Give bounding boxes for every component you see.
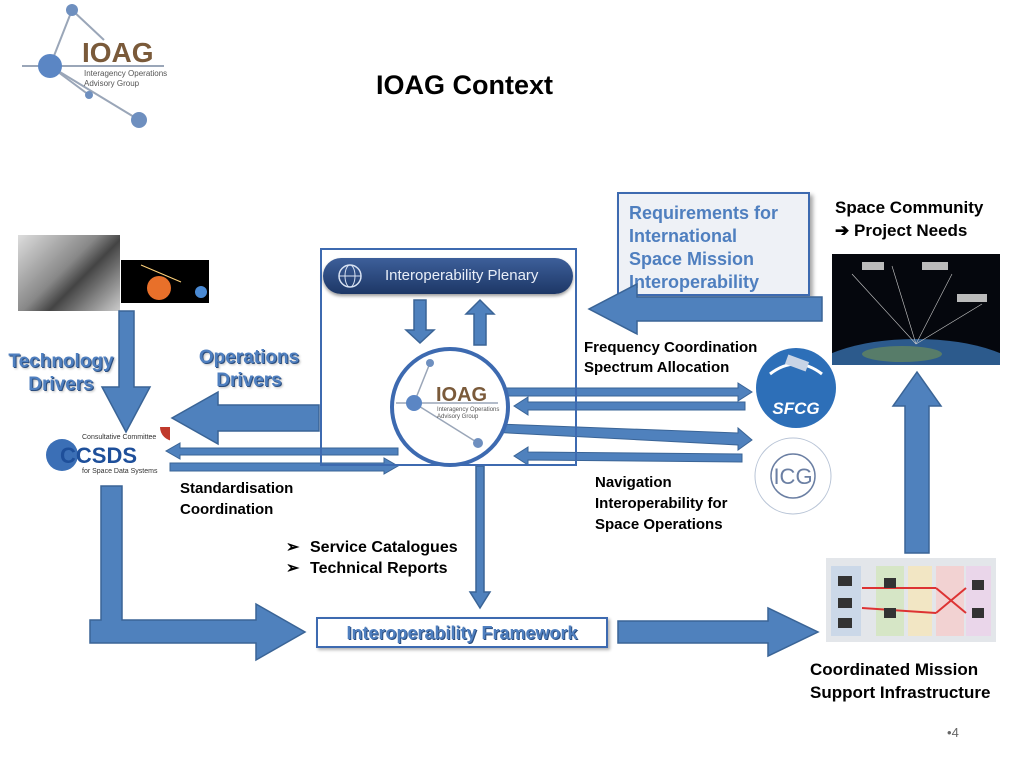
page-number: •4	[947, 725, 959, 740]
page-title: IOAG Context	[376, 70, 554, 100]
technology-down-arrow	[100, 310, 152, 434]
technology-drivers-label: Technology Drivers	[8, 351, 114, 395]
standardisation-label: Standardisation Coordination	[180, 480, 294, 518]
coordinated-mission-label: Coordinated Mission Support Infrastructu…	[810, 660, 991, 702]
interoperability-plenary-bar: Interoperability Plenary	[323, 258, 573, 294]
infrastructure-up-arrow	[891, 370, 943, 554]
navigation-label: Navigation Interoperability for Space Op…	[595, 474, 728, 533]
list-item: ➢Service Catalogues	[286, 539, 458, 556]
ioag-to-icg-arrow	[469, 422, 753, 451]
arrow-bullet-icon: ➢	[286, 539, 300, 556]
svg-text:ICG: ICG	[773, 464, 812, 489]
space-community-label: Space Community ➔ Project Needs	[835, 198, 984, 240]
plenary-down-arrow	[404, 299, 436, 345]
solar-system-image	[121, 260, 209, 303]
globe-icon	[338, 264, 362, 288]
frequency-coordination-label: Frequency Coordination Spectrum Allocati…	[584, 339, 758, 376]
interoperability-framework-box: Interoperability Framework	[316, 617, 608, 648]
sfcg-logo: SFCG	[756, 348, 836, 428]
svg-text:Interagency Operations: Interagency Operations	[84, 69, 167, 78]
ioag-to-sfcg-arrow	[469, 382, 753, 402]
earth-satellite-image	[832, 254, 1000, 365]
right-arrow-icon: ➔	[835, 221, 850, 240]
sfcg-to-ioag-arrow	[513, 396, 746, 416]
requirements-box: Requirements for International Space Mis…	[617, 192, 810, 296]
plenary-up-arrow	[464, 298, 496, 346]
svg-text:IOAG: IOAG	[436, 384, 487, 406]
operations-drivers-label: Operations Drivers	[198, 347, 300, 391]
outputs-list: ➢Service Catalogues ➢Technical Reports	[286, 537, 458, 579]
svg-text:CCSDS: CCSDS	[60, 443, 137, 468]
infrastructure-diagram-image	[826, 558, 996, 642]
svg-text:for Space Data Systems: for Space Data Systems	[82, 468, 158, 475]
svg-text:Interagency Operations: Interagency Operations	[437, 407, 499, 413]
svg-text:Consultative Committee: Consultative Committee	[82, 434, 156, 441]
logo-main-text: IOAG	[82, 37, 154, 68]
requirements-arrow	[587, 282, 823, 336]
ccsds-framework-arrow	[89, 485, 307, 662]
ioag-to-ccsds-arrow	[164, 442, 399, 460]
list-item: ➢Technical Reports	[286, 560, 448, 577]
icg-logo: ICG	[754, 437, 832, 515]
ioag-logo: IOAG Interagency Operations Advisory Gro…	[22, 4, 167, 128]
plenary-label: Interoperability Plenary	[385, 267, 539, 284]
operations-left-arrow	[170, 390, 320, 446]
technology-photo	[18, 235, 120, 311]
ccsds-logo: Consultative Committee CCSDS for Space D…	[46, 427, 170, 475]
ccsds-to-ioag-arrow	[169, 457, 400, 475]
ioag-down-arrow	[468, 465, 492, 610]
icg-to-ioag-arrow	[513, 446, 743, 466]
arrow-bullet-icon: ➢	[286, 560, 300, 577]
svg-text:Advisory Group: Advisory Group	[84, 79, 140, 88]
ioag-center-logo: IOAG Interagency Operations Advisory Gro…	[390, 347, 510, 467]
svg-text:SFCG: SFCG	[772, 399, 819, 418]
framework-infrastructure-arrow	[617, 606, 820, 658]
svg-text:Advisory Group: Advisory Group	[437, 414, 479, 420]
